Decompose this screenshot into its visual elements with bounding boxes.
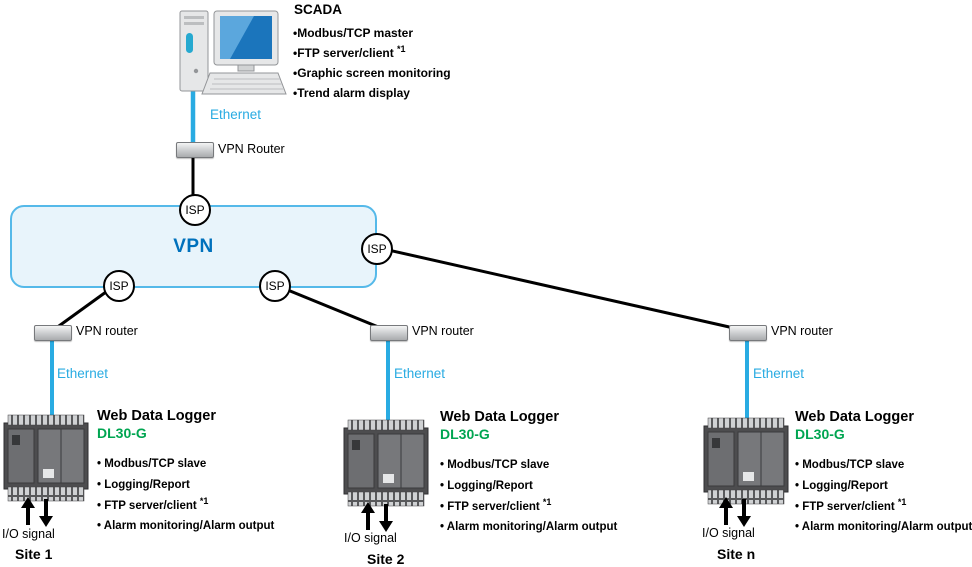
vpn-router-box-site2 [370, 325, 408, 341]
io-arrows-site1 [21, 497, 53, 527]
isp-node-right: ISP [361, 233, 393, 265]
device-model: DL30-G [795, 426, 845, 442]
device-bullet: • Modbus/TCP slave [440, 458, 550, 471]
scada-bullet: •Modbus/TCP master [293, 26, 413, 40]
vpn-router-label-scada: VPN Router [218, 142, 285, 156]
vpn-label: VPN [173, 235, 214, 257]
ethernet-label-site2: Ethernet [394, 366, 446, 381]
line-isp-to-siten [374, 245, 748, 333]
device-bullet: • Alarm monitoring/Alarm output [97, 520, 275, 533]
scada-title: SCADA [294, 2, 343, 17]
device-title: Web Data Logger [97, 408, 216, 424]
siten-info: Web Data Logger DL30-G • Modbus/TCP slav… [795, 409, 972, 535]
line-isp-to-site2 [272, 282, 389, 333]
device-model: DL30-G [97, 425, 147, 441]
site2-info: Web Data Logger DL30-G • Modbus/TCP slav… [440, 409, 617, 535]
site1-info: Web Data Logger DL30-G • Modbus/TCP slav… [97, 408, 274, 534]
device-bullet: • Alarm monitoring/Alarm output [795, 521, 972, 534]
device-bullet: • Alarm monitoring/Alarm output [440, 521, 618, 534]
scada-feature-list: •Modbus/TCP master •FTP server/client *1… [293, 21, 451, 101]
scada-bullet: •Graphic screen monitoring [293, 66, 451, 80]
vpn-router-box-scada [176, 142, 214, 158]
device-bullet: • Modbus/TCP slave [97, 457, 207, 470]
device-title: Web Data Logger [440, 409, 559, 425]
device-bullet: • FTP server/client *1 [440, 496, 552, 513]
scada-computer-icon [179, 10, 287, 95]
scada-bullet: •Trend alarm display [293, 86, 410, 100]
io-arrows-site2 [361, 502, 393, 532]
device-model: DL30-G [440, 426, 490, 442]
vpn-router-box-site1 [34, 325, 72, 341]
isp-label: ISP [109, 279, 129, 293]
dl30g-device-icon-site2 [343, 419, 429, 507]
io-signal-label-site2: I/O signal [344, 531, 397, 545]
isp-node-bottom-mid: ISP [259, 270, 291, 302]
vpn-router-label-site1: VPN router [76, 324, 138, 338]
device-bullet: • FTP server/client *1 [795, 496, 907, 513]
scada-bullet: •FTP server/client *1 [293, 44, 406, 60]
ethernet-label-site1: Ethernet [57, 366, 109, 381]
device-bullet: • Logging/Report [440, 479, 533, 492]
device-bullet: • Modbus/TCP slave [795, 458, 905, 471]
vpn-router-box-siten [729, 325, 767, 341]
siten-label: Site n [717, 546, 756, 562]
ethernet-label-scada: Ethernet [210, 107, 262, 122]
vpn-router-label-siten: VPN router [771, 324, 833, 338]
dl30g-device-icon-siten [703, 417, 789, 505]
isp-label: ISP [367, 242, 387, 256]
dl30g-device-icon-site1 [3, 414, 89, 502]
isp-node-top: ISP [179, 194, 211, 226]
ethernet-label-siten: Ethernet [753, 366, 805, 381]
device-title: Web Data Logger [795, 409, 914, 425]
device-bullet: • FTP server/client *1 [97, 495, 209, 512]
vpn-router-label-site2: VPN router [412, 324, 474, 338]
io-signal-label-siten: I/O signal [702, 526, 755, 540]
site2-label: Site 2 [367, 551, 405, 567]
isp-label: ISP [185, 203, 205, 217]
io-arrows-siten [719, 497, 751, 527]
isp-node-bottom-left: ISP [103, 270, 135, 302]
io-signal-label-site1: I/O signal [2, 527, 55, 541]
device-bullet: • Logging/Report [97, 478, 190, 491]
site1-label: Site 1 [15, 546, 53, 562]
device-bullet: • Logging/Report [795, 479, 888, 492]
isp-label: ISP [265, 279, 285, 293]
